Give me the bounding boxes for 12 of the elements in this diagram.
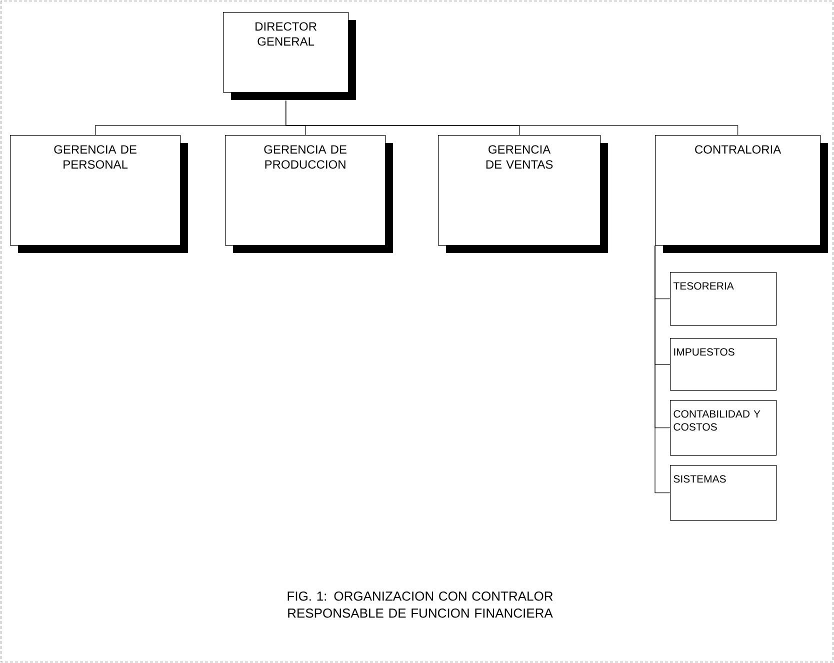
unit-box: CONTABILIDAD Y COSTOS [670, 400, 777, 456]
unit-box: IMPUESTOS [670, 338, 777, 391]
unit-box: TESORERIA [670, 272, 777, 326]
position-box: GERENCIA DE PERSONAL [10, 135, 188, 253]
position-box: GERENCIA DE VENTAS [438, 135, 608, 253]
position-box: DIRECTOR GENERAL [223, 12, 356, 100]
position-box: CONTRALORIA [655, 135, 828, 253]
figure-caption: FIG. 1: ORGANIZACION CON CONTRALOR RESPONSABLE DE FUNCION FINANCIERA [288, 592, 553, 618]
connector-line [286, 100, 738, 136]
unit-box: SISTEMAS [670, 465, 777, 521]
position-box: GERENCIA DE PRODUCCION [225, 135, 393, 253]
connector-line [654, 245, 670, 494]
